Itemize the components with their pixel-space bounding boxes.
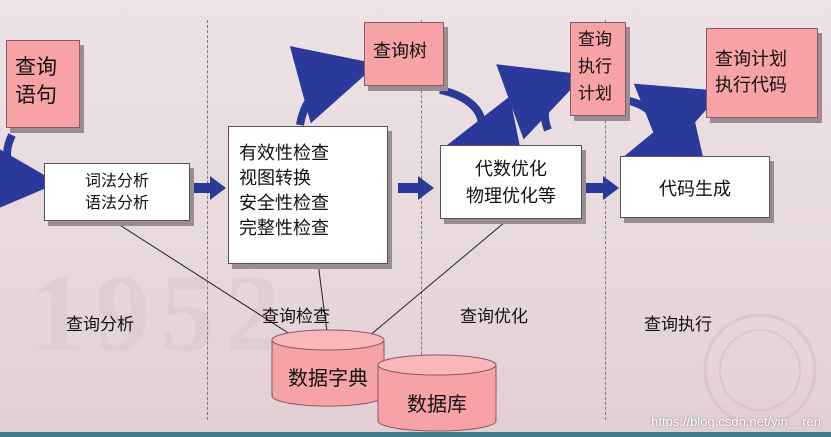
- background-watermark-text: 1952: [30, 252, 290, 374]
- execution-plan-box: 查询 执行 计划: [570, 22, 626, 116]
- query-tree-box: 查询树: [364, 22, 444, 86]
- stage-divider: [605, 20, 606, 420]
- block-arrow-check-to-optimize: [398, 176, 434, 200]
- execution-plan-label: 查询 执行 计划: [578, 30, 612, 104]
- stage-label-analysis: 查询分析: [66, 315, 134, 335]
- query-statement-label: 查询 语句: [15, 55, 57, 107]
- query-plan-code-label: 查询计划 执行代码: [715, 49, 787, 96]
- data-dictionary-cylinder: [271, 329, 385, 407]
- curved-arrow-check-to-tree: [289, 46, 378, 126]
- optimization-box: 代数优化 物理优化等: [440, 145, 582, 219]
- checks-label: 有效性检查 视图转换 安全性检查 完整性检查: [239, 143, 329, 239]
- stage-label-optimize: 查询优化: [460, 307, 528, 327]
- query-statement-box: 查询 语句: [6, 40, 80, 128]
- database-cylinder: [377, 354, 497, 432]
- lexical-syntax-label: 词法分析 语法分析: [84, 171, 149, 212]
- block-arrow-analysis-to-check: [190, 176, 226, 200]
- bottom-bar: [0, 432, 831, 437]
- curved-arrow-tree-to-optimize: [439, 86, 526, 175]
- lexical-syntax-analysis-box: 词法分析 语法分析: [44, 163, 190, 221]
- university-emblem: [703, 313, 817, 427]
- source-watermark: https://blog.csdn.net/yin__ren: [651, 414, 821, 429]
- stage-label-execute: 查询执行: [644, 315, 712, 335]
- database-label: 数据库: [407, 392, 467, 416]
- line-optimize-to-dictionary: [349, 221, 506, 353]
- optimization-label: 代数优化 物理优化等: [466, 159, 556, 207]
- stage-divider: [207, 20, 208, 420]
- curved-arrow-to-exec-plan: [496, 64, 586, 140]
- stage-label-check: 查询检查: [262, 307, 330, 327]
- stage-divider: [421, 20, 422, 420]
- block-arrow-optimize-to-codegen: [583, 176, 619, 200]
- query-tree-label: 查询树: [373, 41, 427, 62]
- checks-box: 有效性检查 视图转换 安全性检查 完整性检查: [228, 126, 388, 264]
- line-analysis-to-dictionary: [114, 221, 319, 353]
- code-generation-box: 代码生成: [620, 156, 770, 218]
- curved-arrow-statement-to-analysis: [0, 133, 58, 218]
- curved-arrow-codegen-to-code: [633, 83, 723, 158]
- code-generation-label: 代码生成: [659, 179, 731, 200]
- data-dictionary-label: 数据字典: [288, 366, 368, 390]
- query-plan-code-box: 查询计划 执行代码: [706, 28, 818, 118]
- curved-arrow-exec-plan-to-codegen: [621, 96, 709, 180]
